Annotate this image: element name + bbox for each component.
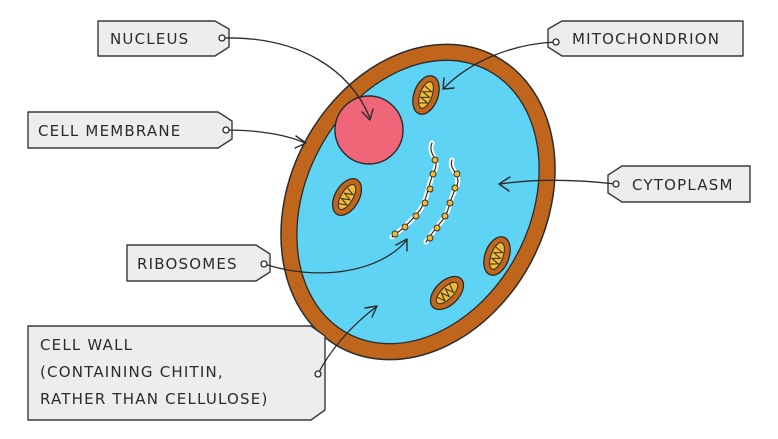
label-cell-membrane: CELL MEMBRANE [27, 111, 307, 149]
ribosome [421, 199, 429, 207]
mitochondrion [483, 236, 511, 276]
label-ribosomes-text: RIBOSOMES [137, 255, 238, 273]
label-cytoplasm-text: CYTOPLASM [632, 176, 734, 194]
ribosome [453, 170, 461, 178]
ribosomes [391, 156, 461, 242]
mitochondrion [412, 75, 440, 115]
label-cell-membrane-text: CELL MEMBRANE [38, 122, 181, 140]
label-nucleus: NUCLEUS [97, 20, 374, 121]
label-cytoplasm: CYTOPLASM [498, 165, 751, 203]
rough-er [389, 140, 461, 245]
cell [280, 43, 556, 361]
nucleus [334, 95, 404, 165]
ribosome [446, 199, 454, 207]
ribosome [451, 184, 459, 192]
mitochondrion [331, 178, 363, 216]
label-nucleus-text: NUCLEUS [110, 30, 189, 48]
ribosome [441, 212, 449, 220]
ribosome [431, 156, 439, 164]
label-mitochondrion-text: MITOCHONDRION [572, 30, 720, 48]
ribosome [401, 223, 409, 231]
label-cell-wall-line-2: (CONTAINING CHITIN, [40, 363, 224, 381]
label-cell-wall-line-1: CELL WALL [40, 336, 133, 354]
label-mitochondrion: MITOCHONDRION [442, 20, 744, 90]
ribosome [412, 212, 420, 220]
label-cell-wall: CELL WALL (CONTAINING CHITIN, RATHER THA… [27, 305, 378, 421]
ribosome [391, 230, 399, 238]
ribosome [433, 224, 441, 232]
ribosome [426, 234, 434, 242]
label-cell-wall-line-3: RATHER THAN CELLULOSE) [40, 390, 269, 408]
mitochondrion [429, 275, 465, 311]
ribosome [429, 170, 437, 178]
ribosome [426, 185, 434, 193]
label-ribosomes: RIBOSOMES [126, 238, 408, 282]
